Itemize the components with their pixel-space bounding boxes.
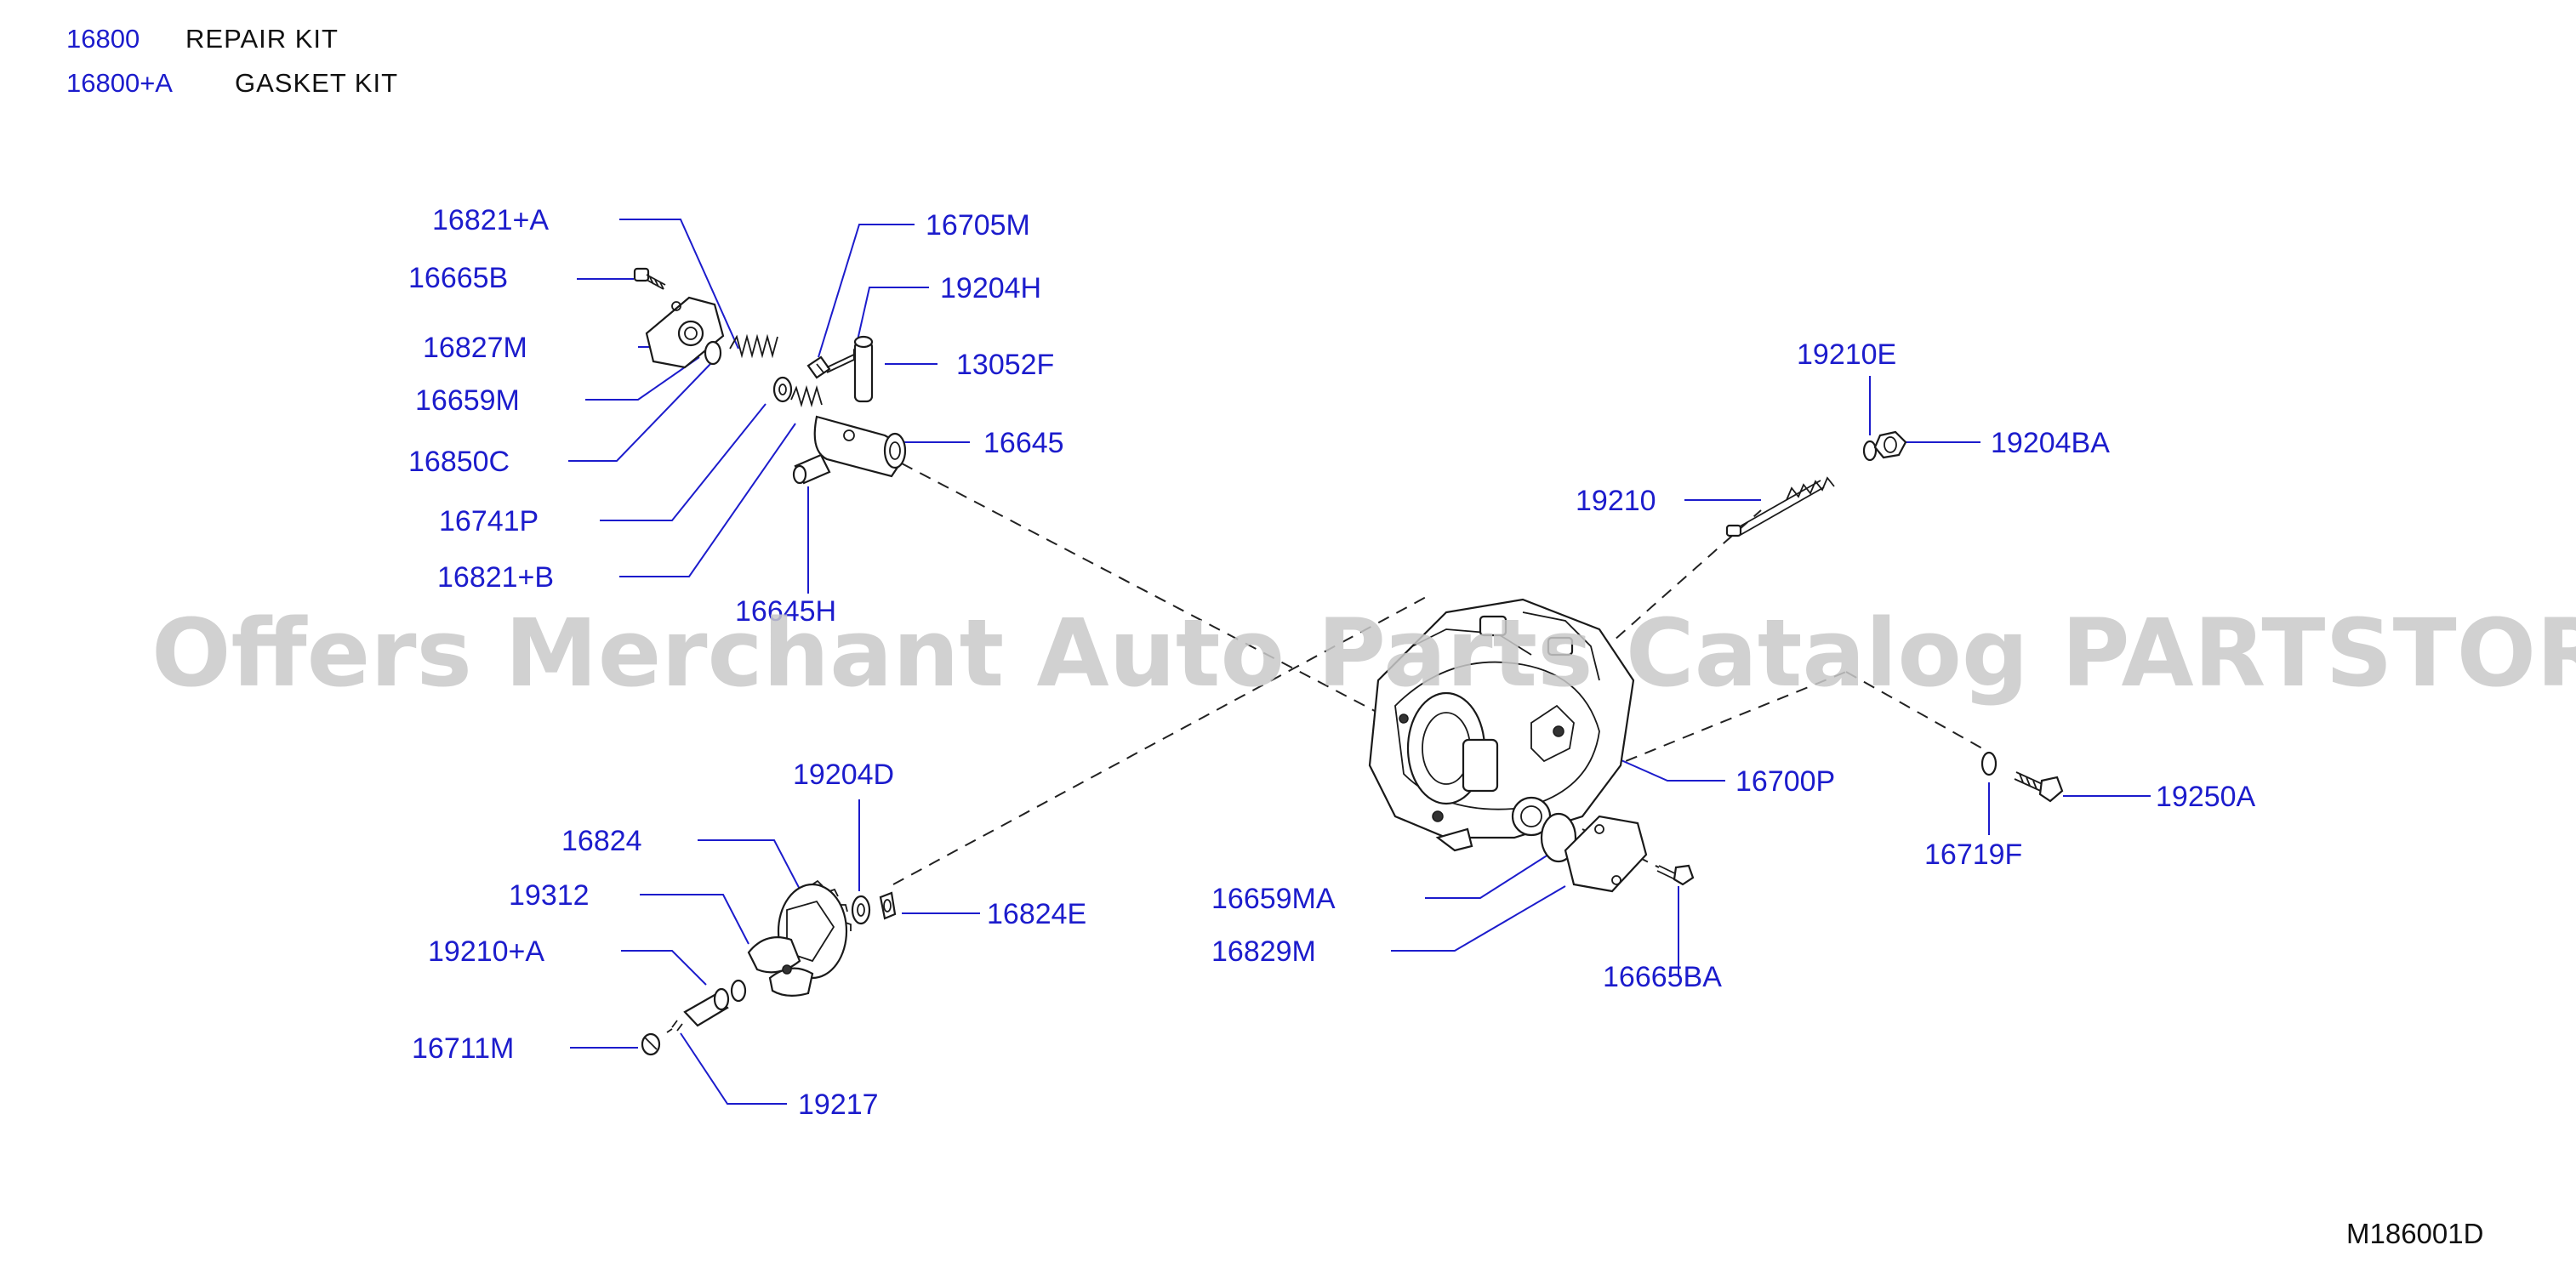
spring-16821b[interactable] [790, 384, 823, 408]
flyweight-19312[interactable] [747, 936, 814, 997]
assembly-line [901, 463, 1447, 749]
callout-16665ba[interactable]: 16665BA [1603, 961, 1722, 993]
washer-16719f[interactable] [1980, 751, 1998, 776]
callout-16719f[interactable]: 16719F [1924, 838, 2022, 871]
kit-description: REPAIR KIT [185, 24, 339, 54]
adjusting-screw-assembly [1725, 430, 1907, 537]
pin-16645h[interactable] [792, 453, 831, 485]
washer-19210a[interactable] [730, 979, 747, 1003]
cover-plate-16827m[interactable] [645, 296, 725, 369]
governor-head-parts [633, 267, 907, 485]
callout-16824[interactable]: 16824 [561, 825, 642, 857]
callout-19312[interactable]: 19312 [509, 879, 590, 912]
bolt-19250a[interactable] [2014, 771, 2064, 803]
callout-16705m[interactable]: 16705M [926, 209, 1030, 242]
leader-lines [568, 219, 2151, 1105]
callout-19204h[interactable]: 19204H [940, 272, 1041, 304]
callout-16829m[interactable]: 16829M [1211, 935, 1316, 968]
washer-16824e[interactable] [879, 891, 897, 920]
washer-16741p[interactable] [772, 376, 793, 403]
pin-16705m[interactable] [806, 355, 831, 379]
screw-16665b[interactable] [633, 267, 666, 290]
diagram-code: M186001D [2346, 1218, 2483, 1249]
callout-16850c[interactable]: 16850C [408, 446, 510, 478]
callout-16659ma[interactable]: 16659MA [1211, 883, 1336, 915]
washer-19210e[interactable] [1862, 440, 1878, 462]
callout-16821b[interactable]: 16821+B [437, 561, 554, 594]
kit-legend: 16800 REPAIR KIT 16800+A GASKET KIT [66, 24, 398, 98]
callout-16700p[interactable]: 16700P [1735, 765, 1835, 798]
callout-16824e[interactable]: 16824E [987, 898, 1086, 930]
callout-13052f[interactable]: 13052F [956, 349, 1054, 381]
callout-16827m[interactable]: 16827M [423, 332, 527, 364]
callout-19204d[interactable]: 19204D [793, 759, 894, 791]
callout-19204ba[interactable]: 19204BA [1991, 427, 2110, 459]
pump-housing-16700p[interactable] [1368, 598, 1635, 852]
callout-labels: 16821+A 16665B 16827M 16659M 16850C 1674… [408, 204, 2256, 1121]
screw-16665ba[interactable] [1656, 864, 1695, 886]
kit-part-number[interactable]: 16800+A [66, 68, 173, 98]
assembly-line [1530, 671, 1847, 800]
callout-16741p[interactable]: 16741P [439, 505, 539, 537]
nut-19204ba[interactable] [1873, 430, 1907, 459]
callout-16711m[interactable]: 16711M [412, 1032, 514, 1065]
callout-19210[interactable]: 19210 [1576, 485, 1656, 517]
adjusting-screw-19210[interactable] [1725, 476, 1835, 537]
callout-16821a[interactable]: 16821+A [432, 204, 549, 236]
cover-16829m[interactable] [1564, 815, 1648, 893]
assembly-line [1845, 671, 1983, 749]
shaft-13052f[interactable] [853, 335, 874, 403]
kit-part-number[interactable]: 16800 [66, 24, 140, 54]
sleeve-19217[interactable] [683, 987, 730, 1027]
callout-16645h[interactable]: 16645H [735, 595, 836, 628]
callout-16665b[interactable]: 16665B [408, 262, 508, 294]
spring-16850c[interactable] [729, 333, 778, 359]
kit-description: GASKET KIT [235, 68, 398, 98]
callout-19210e[interactable]: 19210E [1797, 338, 1896, 371]
cap-16711m[interactable] [641, 1032, 661, 1056]
lever-16645[interactable] [813, 415, 907, 478]
washer-19204d[interactable] [851, 895, 871, 925]
callout-16659m[interactable]: 16659M [415, 384, 520, 417]
callout-19217[interactable]: 19217 [798, 1089, 879, 1121]
callout-19210a[interactable]: 19210+A [428, 935, 544, 968]
watermark-text: Offers Merchant Auto Parts Catalog PARTS… [151, 599, 2576, 708]
callout-19250a[interactable]: 19250A [2156, 781, 2256, 813]
callout-16645[interactable]: 16645 [983, 427, 1064, 459]
o-ring-16659m[interactable] [704, 340, 722, 366]
governor-weight-assembly [641, 879, 897, 1056]
